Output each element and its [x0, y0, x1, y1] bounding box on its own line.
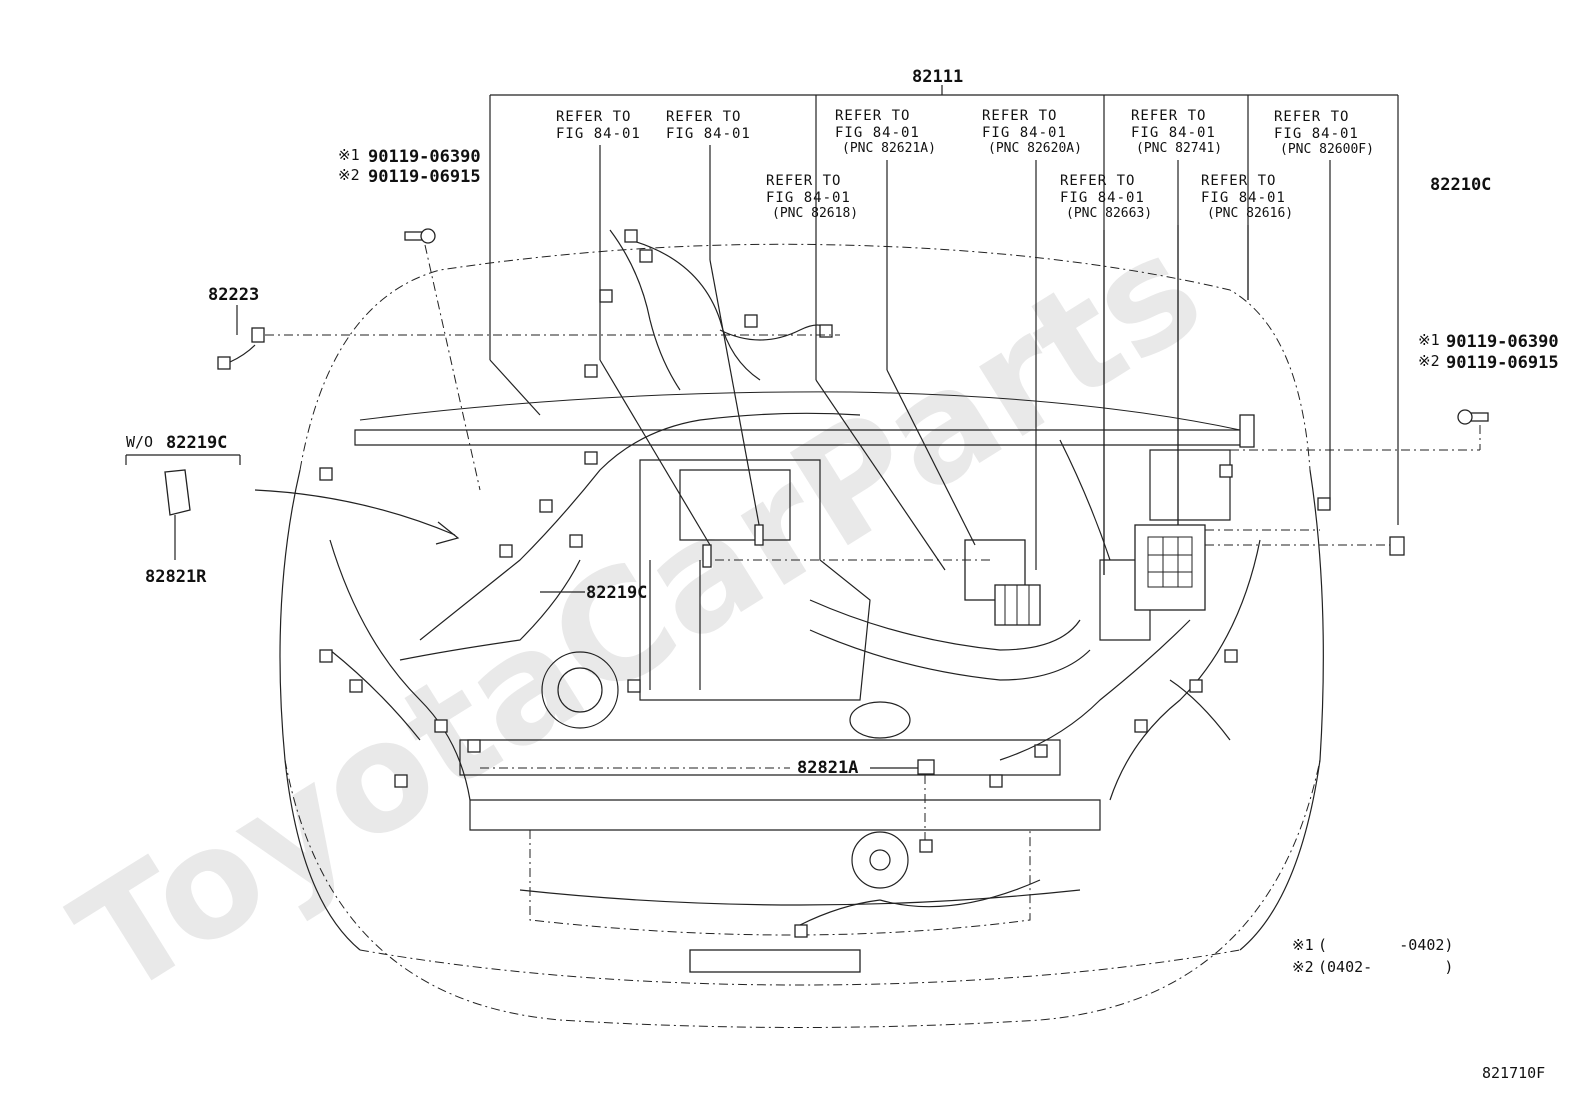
label-main-harness: 82111: [912, 67, 963, 87]
bolt-note-1: ※1: [338, 146, 360, 164]
ref-line2: FIG 84-01: [982, 125, 1067, 141]
ref-line1: REFER TO: [835, 108, 910, 124]
ref-callout-3: REFER TO FIG 84-01 (PNC 82618): [766, 173, 858, 221]
ref-line2: FIG 84-01: [835, 125, 920, 141]
connector-shapes: [319, 229, 1238, 938]
label-82821a: 82821A: [797, 758, 858, 778]
label-82821r: 82821R: [145, 567, 207, 587]
ref-line2: FIG 84-01: [666, 126, 751, 142]
ref-pnc: (PNC 82616): [1207, 206, 1293, 221]
ref-line1: REFER TO: [556, 109, 631, 125]
label-82219c-top: 82219C: [166, 433, 227, 453]
ref-callout-9: REFER TO FIG 84-01 (PNC 82600F): [1274, 109, 1374, 157]
ref-pnc: (PNC 82618): [772, 206, 858, 221]
ref-line1: REFER TO: [1131, 108, 1206, 124]
watermark: ToyotaCarParts: [47, 201, 1230, 1030]
legend-note-1: ※1: [1292, 936, 1314, 954]
label-82219c: 82219C: [586, 583, 647, 603]
label-wo-prefix: W/O: [126, 433, 153, 451]
ref-line1: REFER TO: [1060, 173, 1135, 189]
ref-callout-8: REFER TO FIG 84-01 (PNC 82616): [1201, 173, 1293, 221]
bolt-part-2: 90119-06915: [368, 167, 481, 187]
ref-line1: REFER TO: [766, 173, 841, 189]
ref-pnc: (PNC 82620A): [988, 141, 1082, 156]
figure-code: 821710F: [1482, 1064, 1545, 1082]
ref-callout-5: REFER TO FIG 84-01 (PNC 82620A): [982, 108, 1082, 156]
ref-pnc: (PNC 82600F): [1280, 142, 1374, 157]
ref-callout-4: REFER TO FIG 84-01 (PNC 82621A): [835, 108, 936, 156]
ref-line1: REFER TO: [982, 108, 1057, 124]
ref-callout-7: REFER TO FIG 84-01 (PNC 82741): [1131, 108, 1222, 156]
ref-callout-1: REFER TO FIG 84-01: [556, 109, 641, 142]
ref-line2: FIG 84-01: [1201, 190, 1286, 206]
legend-range-1: ( -0402): [1318, 936, 1453, 954]
junction-blocks: [964, 414, 1255, 626]
ref-pnc: (PNC 82621A): [842, 141, 936, 156]
ref-line1: REFER TO: [1201, 173, 1276, 189]
ref-line2: FIG 84-01: [1274, 126, 1359, 142]
legend-range-2: (0402- ): [1318, 958, 1453, 976]
legend-note-2: ※2: [1292, 958, 1314, 976]
bolt-callout-right: ※1 90119-06390 ※2 90119-06915: [1418, 331, 1559, 373]
bolt-part-1: 90119-06390: [1446, 332, 1559, 352]
ref-line2: FIG 84-01: [1060, 190, 1145, 206]
bolt-note-2: ※2: [338, 166, 360, 184]
ref-callout-2: REFER TO FIG 84-01: [666, 109, 751, 142]
label-82210c: 82210C: [1430, 175, 1491, 195]
ref-pnc: (PNC 82663): [1066, 206, 1152, 221]
loose-parts: [164, 228, 1489, 775]
labels: 82111 REFER TO FIG 84-01 REFER TO FIG 84…: [126, 67, 1559, 1082]
engine-bay-drawing: [279, 243, 1324, 1028]
ref-line1: REFER TO: [666, 109, 741, 125]
ref-pnc: (PNC 82741): [1136, 141, 1222, 156]
bolt-callout-left: ※1 90119-06390 ※2 90119-06915: [338, 146, 481, 187]
leader-lines: [125, 85, 1481, 840]
bolt-part-1: 90119-06390: [368, 147, 481, 167]
bolt-note-2: ※2: [1418, 352, 1440, 370]
legend: ※1 ( -0402) ※2 (0402- ): [1292, 936, 1453, 976]
label-82223: 82223: [208, 285, 259, 305]
ref-line2: FIG 84-01: [1131, 125, 1216, 141]
ref-callout-6: REFER TO FIG 84-01 (PNC 82663): [1060, 173, 1152, 221]
bolt-note-1: ※1: [1418, 331, 1440, 349]
ref-line2: FIG 84-01: [766, 190, 851, 206]
bolt-part-2: 90119-06915: [1446, 353, 1559, 373]
ref-line1: REFER TO: [1274, 109, 1349, 125]
ref-line2: FIG 84-01: [556, 126, 641, 142]
